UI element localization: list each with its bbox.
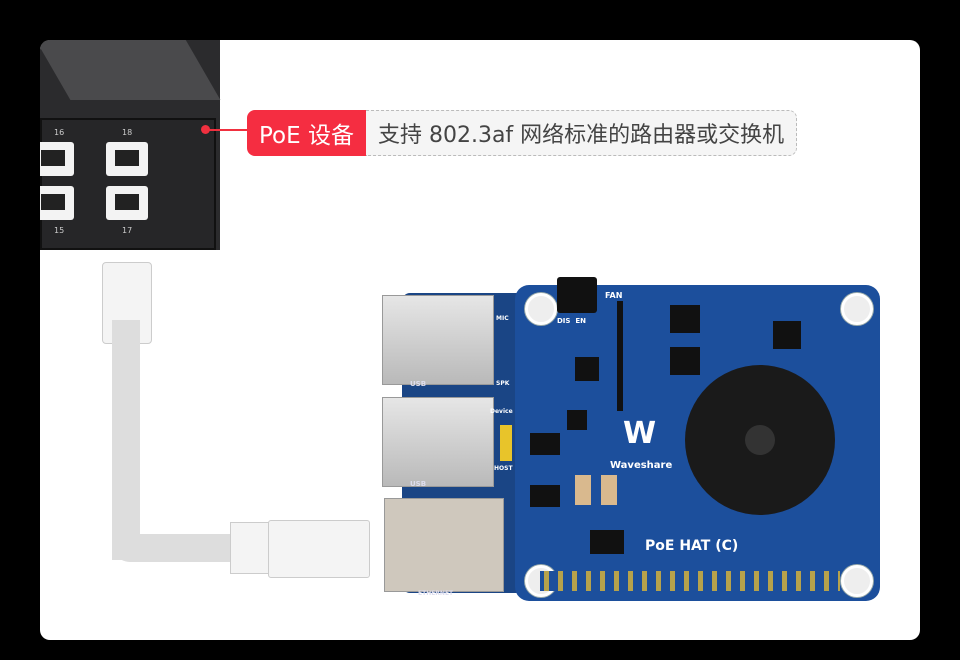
ethernet-cable: [112, 320, 140, 560]
silk-usb: USB: [410, 380, 427, 388]
transformer: [590, 530, 624, 554]
bridge-rectifier: [530, 433, 560, 455]
callout-line: [205, 129, 247, 131]
silk-usb: USB: [410, 480, 427, 488]
silk-device: Device: [490, 408, 513, 415]
port-label: 17: [122, 226, 133, 235]
ic-chip: [575, 357, 599, 381]
port-label: 15: [54, 226, 65, 235]
usb-port: [382, 397, 494, 487]
ic-chip: [670, 347, 700, 375]
usb-port: [382, 295, 494, 385]
screw: [525, 293, 557, 325]
product-name: PoE HAT (C): [645, 538, 739, 554]
ethernet-port: [106, 142, 148, 176]
gpio-header: [540, 571, 840, 591]
capacitor: [575, 475, 591, 505]
fan-switch: [557, 277, 597, 313]
silk-mic: MIC: [496, 315, 509, 322]
brand-name: Waveshare: [610, 460, 673, 471]
capacitor: [601, 475, 617, 505]
silk-fan: FAN: [605, 291, 623, 300]
ethernet-port: [40, 186, 74, 220]
product-illustration: 16 18 15 17 PoE 设备 支持 802.3af 网络标准的路由器或交…: [40, 40, 920, 640]
bridge-rectifier: [530, 485, 560, 507]
pcb: FAN DIS EN W Waveshare PoE HAT (C): [515, 277, 880, 601]
silk-fan-switch: DIS EN: [557, 317, 586, 325]
port-label: 16: [54, 128, 65, 137]
inductor: [567, 410, 587, 430]
screw: [841, 565, 873, 597]
ethernet-port: [40, 142, 74, 176]
ic-chip: [670, 305, 700, 333]
cable-boot: [230, 522, 272, 574]
ic-chip: [773, 321, 801, 349]
port-label: 18: [122, 128, 133, 137]
callout-title: PoE 设备: [247, 110, 366, 156]
callout-tag: PoE 设备 支持 802.3af 网络标准的路由器或交换机: [247, 110, 798, 156]
poe-hat-board: USB USB ETHERNET MIC SPK Device HOST FAN…: [382, 277, 880, 607]
ethernet-port: [106, 186, 148, 220]
rj45-plug-side: [268, 520, 370, 578]
ethernet-jack: [384, 498, 504, 592]
silk-host: HOST: [494, 465, 513, 472]
ffc-connector: [617, 301, 623, 411]
silk-spk: SPK: [496, 380, 510, 387]
fan-hub: [745, 425, 775, 455]
jumper: [500, 425, 512, 461]
ethernet-cable-bend: [112, 534, 232, 562]
switch-front-panel: 16 18 15 17: [40, 118, 216, 250]
waveshare-logo: W: [623, 416, 657, 451]
silk-ethernet: ETHERNET: [418, 590, 454, 597]
screw: [841, 293, 873, 325]
callout-description: 支持 802.3af 网络标准的路由器或交换机: [365, 110, 798, 156]
